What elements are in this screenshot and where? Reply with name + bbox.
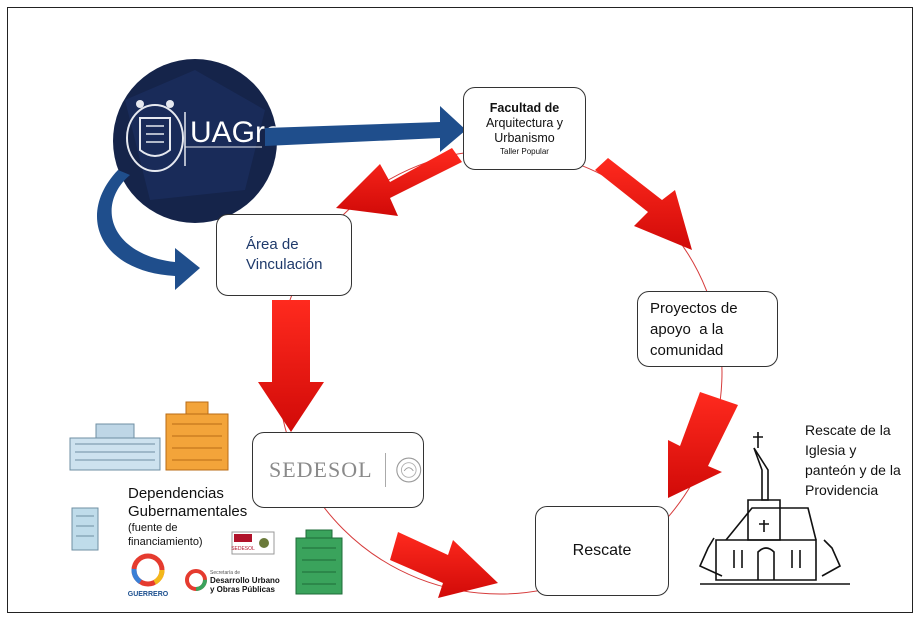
dependencias-line3: (fuente de (128, 522, 178, 534)
node-vinculacion-line2: Vinculación (246, 256, 323, 273)
node-rescate-label: Rescate (572, 542, 632, 559)
uagro-seal-icon (126, 100, 184, 172)
sedesol-small-logo-icon: SEDESOL (231, 531, 275, 555)
desarrollo-line1: Desarrollo Urbano (210, 576, 280, 585)
building-orange-icon (165, 401, 229, 471)
desarrollo-logo-text: Secretaría de Desarrollo Urbano y Obras … (210, 570, 280, 594)
figure-frame (7, 7, 913, 613)
red-arrow-vinculacion-to-sedesol (258, 300, 324, 432)
church-line4: Providencia (805, 482, 879, 498)
dependencias-line1: Dependencias (128, 485, 224, 502)
node-proyectos-line2: apoyo a la (650, 320, 724, 338)
node-proyectos: Proyectos de apoyo a la comunidad (637, 291, 778, 367)
building-blue-icon (69, 423, 161, 471)
guerrero-logo-label: GUERRERO (128, 591, 169, 598)
desarrollo-prefix: Secretaría de (210, 570, 241, 576)
node-vinculacion: Área de Vinculación (216, 214, 352, 296)
church-icon (698, 432, 850, 585)
sedesol-brand: SEDESOL (269, 457, 373, 482)
church-line3: panteón y de la (805, 462, 901, 478)
node-facultad-line1: Facultad de (489, 101, 560, 115)
church-label: Rescate de la Iglesia y panteón y de la … (805, 420, 915, 500)
red-arrow-facultad-to-vinculacion (336, 148, 462, 216)
sedesol-divider (384, 453, 386, 487)
building-green-icon (295, 529, 343, 595)
building-small-blue-icon (71, 507, 99, 551)
node-proyectos-line3: comunidad (650, 341, 724, 359)
node-facultad: Facultad de Arquitectura y Urbanismo Tal… (463, 87, 586, 170)
dependencias-line2: Gubernamentales (128, 503, 248, 520)
church-line1: Rescate de la (805, 422, 891, 438)
desarrollo-logo-icon (185, 569, 207, 591)
node-facultad-sub: Taller Popular (500, 147, 549, 156)
church-line2: Iglesia y (805, 442, 857, 458)
guerrero-logo-icon: GUERRERO (128, 553, 169, 598)
desarrollo-line2: y Obras Públicas (210, 585, 275, 594)
node-facultad-line2: Arquitectura y (485, 116, 564, 130)
red-arrow-sedesol-to-rescate (390, 532, 498, 598)
node-rescate: Rescate (535, 506, 669, 596)
dependencias-label: Dependencias Gubernamentales (fuente de … (128, 485, 288, 549)
dependencias-line4: financiamiento) (128, 536, 203, 548)
mexico-seal-icon (396, 457, 422, 483)
node-vinculacion-line1: Área de (246, 236, 299, 253)
node-proyectos-line1: Proyectos de (650, 299, 738, 317)
red-arrow-facultad-to-proyectos (595, 158, 692, 250)
sedesol-small-label: SEDESOL (231, 546, 255, 552)
node-sedesol: SEDESOL (252, 432, 424, 508)
uagro-logo: UAGro (113, 59, 282, 223)
red-arrow-proyectos-to-rescate (668, 392, 738, 498)
node-facultad-line3: Urbanismo (494, 131, 555, 145)
blue-arrow-curved (96, 170, 200, 290)
blue-arrow-to-facultad (265, 106, 466, 152)
